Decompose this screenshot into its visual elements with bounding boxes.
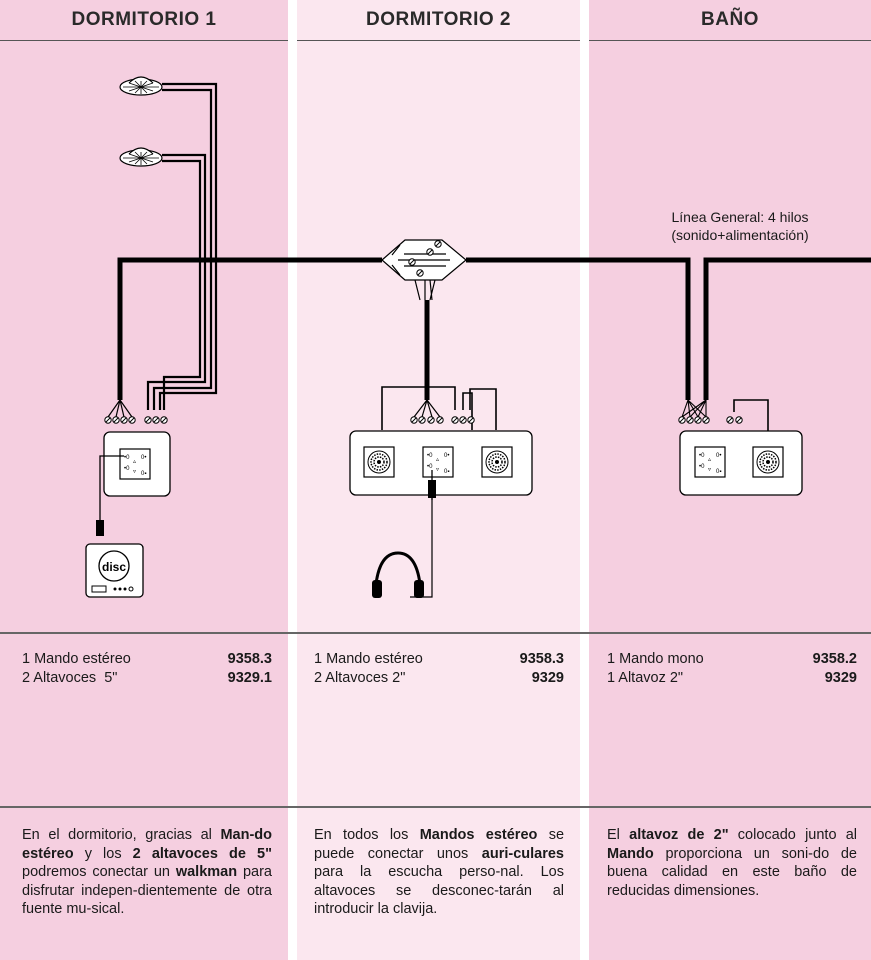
desc-bold: Mandos estéreo <box>419 827 538 843</box>
part-name: 2 Altavoces 2" <box>314 670 406 686</box>
parts-list-dormitorio-2: 1 Mando estéreo 9358.3 2 Altavoces 2" 9329 <box>314 650 564 688</box>
part-row: 2 Altavoces 2" 9329 <box>314 669 564 688</box>
part-code: 9329.1 <box>227 670 272 686</box>
desc-text: En el dormitorio, gracias al <box>22 827 221 843</box>
part-name: 1 Mando estéreo <box>314 651 423 667</box>
part-code: 9329 <box>824 670 857 686</box>
mando-mono-icon <box>694 446 726 478</box>
speaker-grille-icon <box>752 446 784 478</box>
desc-text: para la escucha perso-nal. Los altavoces… <box>314 864 564 917</box>
mando-estereo-icon <box>422 446 454 478</box>
desc-text: En todos los <box>314 827 420 843</box>
desc-bold: altavoz de 2" <box>629 827 729 843</box>
part-name: 1 Mando mono <box>607 651 704 667</box>
desc-bold: auri-culares <box>481 845 564 862</box>
part-name: 1 Altavoz 2" <box>607 670 684 686</box>
ceiling-speaker-icon <box>119 76 163 96</box>
part-name: 1 Mando estéreo <box>22 651 131 667</box>
description-dormitorio-1: En el dormitorio, gracias al Man-do esté… <box>22 826 272 919</box>
part-code: 9358.2 <box>812 651 857 667</box>
desc-bold: Man-do estéreo <box>22 827 272 862</box>
part-code: 9358.3 <box>519 651 564 667</box>
speaker-grille-icon <box>363 446 395 478</box>
part-row: 1 Altavoz 2" 9329 <box>607 669 857 688</box>
part-row: 1 Mando estéreo 9358.3 <box>22 650 272 669</box>
description-dormitorio-2: En todos los Mandos estéreo se puede con… <box>314 826 564 919</box>
desc-text: podremos conectar un <box>22 864 176 880</box>
desc-text: colocado junto al <box>728 827 858 843</box>
walkman-icon: disc <box>85 543 144 598</box>
desc-bold: 2 altavoces de 5" <box>132 845 272 862</box>
header-bano: BAÑO <box>589 0 871 41</box>
part-row: 1 Mando estéreo 9358.3 <box>314 650 564 669</box>
desc-bold: walkman <box>175 864 238 880</box>
description-bano: El altavoz de 2" colocado junto al Mando… <box>607 826 857 900</box>
desc-text: se puede conectar unos <box>314 827 565 862</box>
junction-box-icon <box>381 239 467 281</box>
svg-text:disc: disc <box>102 560 126 574</box>
part-code: 9329 <box>531 670 564 686</box>
desc-text: El <box>607 827 630 843</box>
part-name: 2 Altavoces 5" <box>22 670 118 686</box>
ceiling-speaker-icon <box>119 147 163 167</box>
desc-bold: Mando <box>607 845 654 862</box>
desc-text: para disfrutar indepen-dientemente de ot… <box>22 864 272 917</box>
mando-estereo-icon <box>119 448 151 480</box>
part-row: 1 Mando mono 9358.2 <box>607 650 857 669</box>
header-dormitorio-2: DORMITORIO 2 <box>297 0 580 41</box>
parts-list-dormitorio-1: 1 Mando estéreo 9358.3 2 Altavoces 5" 9329… <box>22 650 272 688</box>
desc-text: proporciona un soni-do de buena calidad … <box>607 845 857 899</box>
separator-parts <box>0 806 871 808</box>
parts-list-bano: 1 Mando mono 9358.2 1 Altavoz 2" 9329 <box>607 650 857 688</box>
linea-general-line-1: Línea General: 4 hilos <box>671 209 809 225</box>
headphones-icon <box>372 551 424 598</box>
desc-text: y los <box>73 845 133 862</box>
separator-diagram <box>0 632 871 634</box>
part-row: 2 Altavoces 5" 9329.1 <box>22 669 272 688</box>
speaker-grille-icon <box>481 446 513 478</box>
header-dormitorio-1: DORMITORIO 1 <box>0 0 288 41</box>
part-code: 9358.3 <box>227 651 272 667</box>
linea-general-label: Línea General: 4 hilos (sonido+alimentac… <box>620 208 860 244</box>
linea-general-line-2: (sonido+alimentación) <box>671 227 809 243</box>
